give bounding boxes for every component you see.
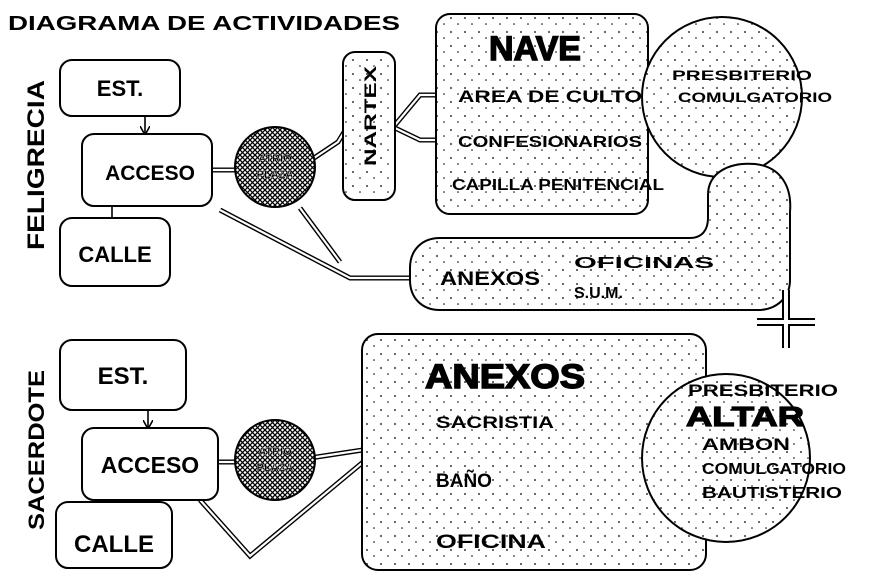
label-anexos-top: ANEXOS bbox=[440, 269, 540, 290]
label-area-culto: AREA DE CULTO bbox=[458, 87, 642, 106]
label-capilla: CAPILLA PENITENCIAL bbox=[452, 177, 664, 194]
section-label-feligrecia: FELIGRECIA bbox=[23, 80, 50, 250]
label-est-top: EST. bbox=[97, 76, 143, 101]
label-atrio-bottom-1: ATRIO bbox=[258, 446, 292, 458]
label-ambon: AMBON bbox=[702, 435, 790, 454]
top-section: EST. ACCESO CALLE ATRIO PLAZA NARTEX NAV… bbox=[59, 13, 832, 311]
node-nartex bbox=[342, 51, 396, 201]
section-label-sacerdote: SACERDOTE bbox=[24, 370, 49, 530]
node-acceso-bottom bbox=[81, 427, 219, 501]
label-presbiterio-bottom: PRESBITERIO bbox=[688, 381, 838, 400]
node-atrio-plaza-top bbox=[234, 126, 316, 208]
node-calle-top bbox=[59, 217, 171, 287]
label-est-bottom: EST. bbox=[98, 363, 149, 390]
node-est-bottom bbox=[59, 339, 187, 411]
diagram-title: DIAGRAMA DE ACTIVIDADES bbox=[8, 13, 400, 35]
label-sum: S.U.M. bbox=[574, 285, 623, 302]
label-bano: BAÑO bbox=[436, 470, 492, 492]
label-acceso-top: ACCESO bbox=[105, 162, 195, 185]
bottom-section: EST. ACCESO CALLE ATRIO PLAZA ANEXOS SAC… bbox=[55, 290, 846, 571]
node-est-top bbox=[59, 59, 181, 117]
label-calle-bottom: CALLE bbox=[74, 531, 154, 558]
label-bautisterio: BAUTISTERIO bbox=[702, 485, 842, 502]
label-comulgatorio-bottom: COMULGATORIO bbox=[702, 461, 846, 478]
label-acceso-bottom: ACCESO bbox=[101, 452, 199, 478]
node-acceso-top bbox=[81, 133, 213, 207]
label-atrio-top-2: PLAZA bbox=[257, 169, 294, 181]
label-altar: ALTAR bbox=[686, 401, 804, 432]
label-calle-top: CALLE bbox=[78, 242, 151, 267]
label-oficinas: OFICINAS bbox=[574, 255, 715, 272]
label-atrio-top-1: ATRIO bbox=[258, 153, 292, 165]
label-oficina: OFICINA bbox=[436, 532, 546, 553]
label-comulgatorio-top: COMULGATORIO bbox=[678, 89, 832, 105]
label-nave: NAVE bbox=[489, 30, 581, 68]
label-atrio-bottom-2: PLAZA bbox=[257, 462, 294, 474]
label-confesionarios: CONFESIONARIOS bbox=[458, 134, 642, 151]
label-sacristia: SACRISTIA bbox=[436, 413, 554, 432]
label-anexos-bottom: ANEXOS bbox=[425, 358, 585, 396]
node-atrio-plaza-bottom bbox=[234, 419, 316, 501]
node-anexos-top bbox=[409, 162, 792, 311]
node-calle-bottom bbox=[55, 501, 173, 569]
label-nartex: NARTEX bbox=[361, 65, 380, 166]
node-presbiterio-bottom bbox=[641, 373, 811, 543]
label-presbiterio-top: PRESBITERIO bbox=[672, 67, 812, 83]
